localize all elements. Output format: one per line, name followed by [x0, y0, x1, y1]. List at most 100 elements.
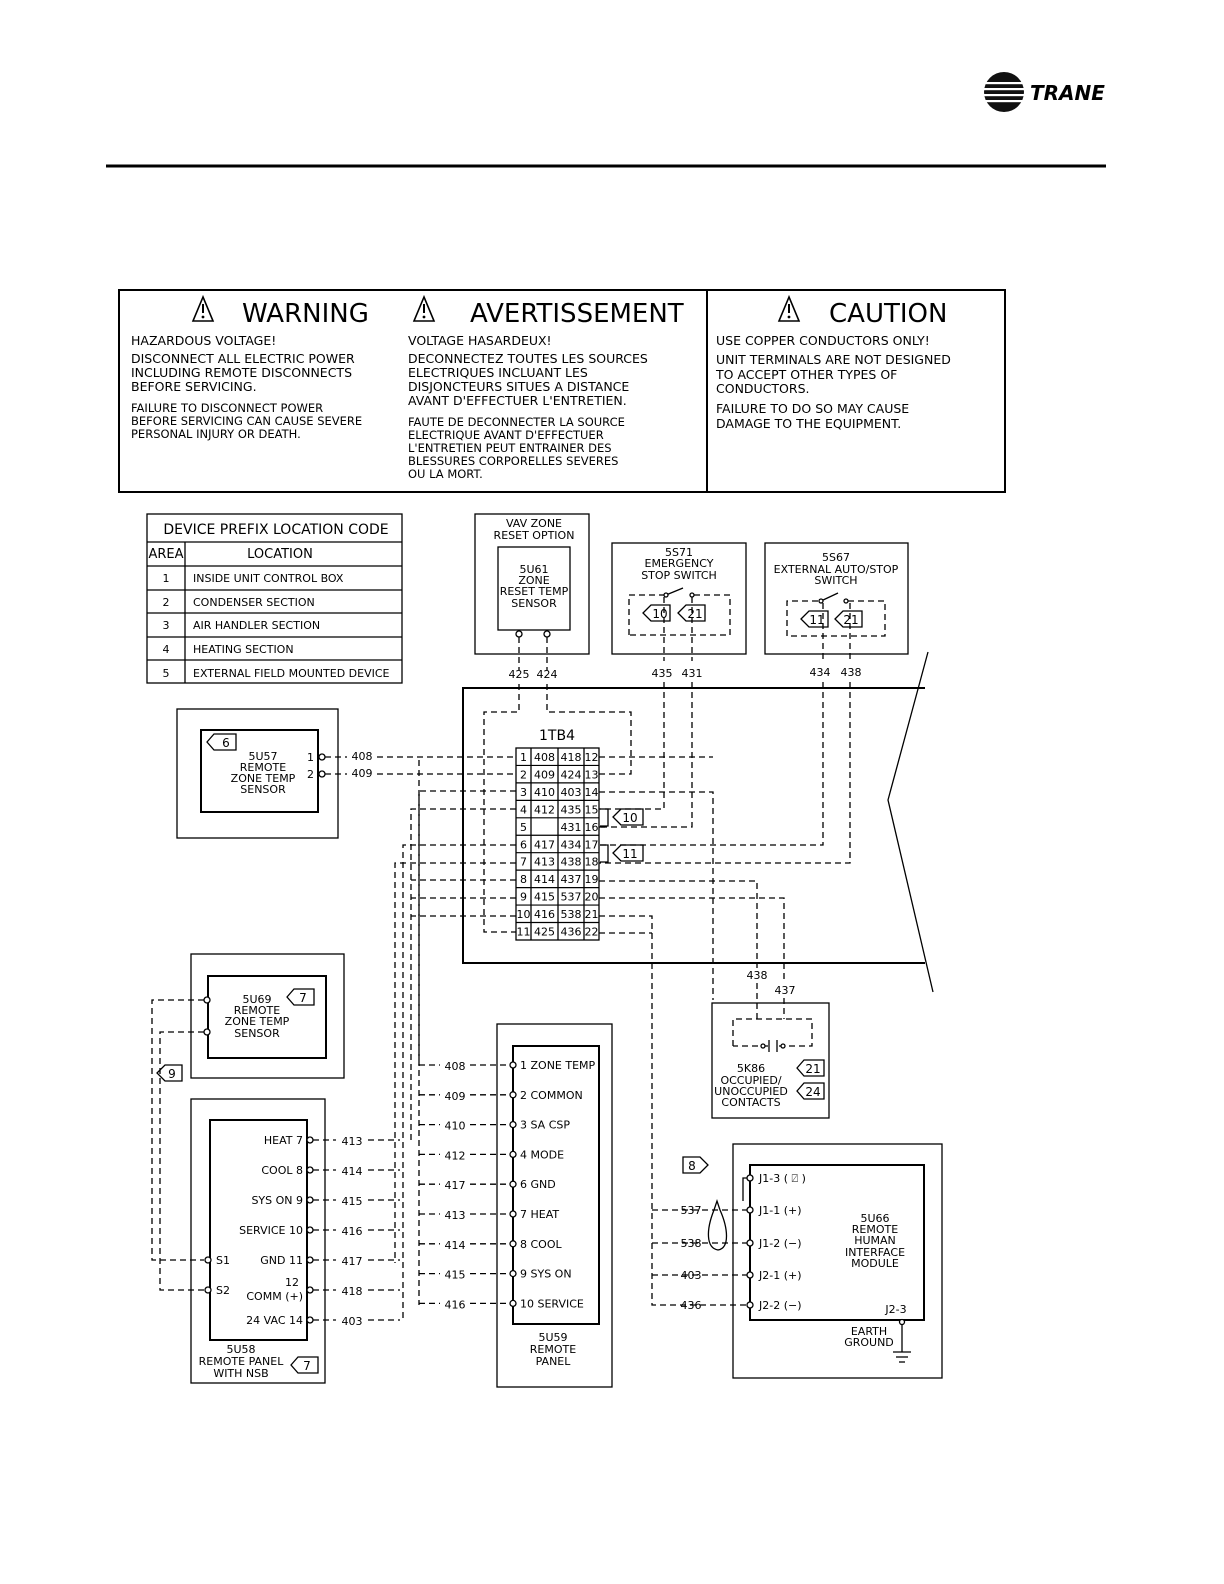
terminal-label: 4 MODE [520, 1148, 564, 1161]
tb-cell: 409 [534, 768, 555, 781]
device-label: REMOTE PANEL [199, 1355, 285, 1368]
terminal-label: S2 [216, 1284, 230, 1297]
warning-title: WARNING [242, 299, 369, 329]
terminal-point [306, 1256, 314, 1264]
wire-label: 415 [342, 1195, 363, 1208]
device-label: REMOTE [852, 1223, 898, 1236]
notice-line: DAMAGE TO THE EQUIPMENT. [716, 416, 901, 431]
notice-line: TO ACCEPT OTHER TYPES OF [715, 367, 897, 382]
terminal-label: J1-1 (+) [758, 1204, 802, 1217]
tag-label: 9 [168, 1067, 176, 1081]
terminal-label: GND 11 [260, 1254, 303, 1267]
prefix-area: 2 [163, 596, 170, 609]
tb-cell: 10 [517, 908, 531, 921]
prefix-location: AIR HANDLER SECTION [193, 619, 320, 632]
tb-cell: 416 [534, 908, 555, 921]
tag-label: 11 [622, 847, 637, 861]
vav-zone-reset-sensor: VAV ZONE RESET OPTION 5U61 ZONE RESET TE… [474, 513, 590, 681]
device-label: STOP SWITCH [641, 569, 717, 582]
terminal-number: 2 [307, 768, 314, 781]
terminal-label: J1-2 (−) [758, 1237, 802, 1250]
tb-cell: 5 [520, 821, 527, 834]
wire-label: 408 [352, 750, 373, 763]
brand-name: TRANE [1030, 81, 1105, 105]
device-prefix-table: DEVICE PREFIX LOCATION CODE AREA LOCATIO… [146, 513, 403, 684]
wire-label: 414 [445, 1239, 466, 1252]
occupied-unoccupied-contacts: 438 437 5K86 OCCUPIED/ UNOCCUPIED CONTAC… [711, 969, 830, 1119]
prefix-location: INSIDE UNIT CONTROL BOX [193, 572, 344, 585]
reference-tag: 9 [156, 1064, 183, 1082]
tb-cell: 19 [585, 873, 599, 886]
tb-cell: 538 [561, 908, 582, 921]
terminal-label: COOL 8 [261, 1164, 303, 1177]
device-label: 5U61 [519, 563, 548, 576]
terminal-number: 12 [285, 1276, 299, 1289]
wire-label: 438 [841, 666, 862, 679]
device-label: 5U58 [226, 1343, 255, 1356]
trane-logo: TRANE [982, 72, 1105, 112]
reference-tag: 6 [206, 733, 237, 751]
notice-line: OU LA MORT. [408, 467, 483, 481]
vav-option-label: RESET OPTION [494, 529, 575, 542]
reference-tag: 24 [796, 1082, 825, 1100]
device-label: 5U57 [248, 750, 277, 763]
tb-cell: 408 [534, 751, 555, 764]
wire-label: 538 [681, 1237, 702, 1250]
prefix-location: CONDENSER SECTION [193, 596, 315, 609]
wire-label: 408 [445, 1060, 466, 1073]
wire-label-bg [675, 1297, 707, 1311]
prefix-area: 1 [163, 572, 170, 585]
tb-cell: 412 [534, 803, 555, 816]
prefix-location: EXTERNAL FIELD MOUNTED DEVICE [193, 667, 390, 680]
warning-triangle-icon [777, 294, 801, 322]
terminal-label: SYS ON 9 [251, 1194, 303, 1207]
terminal-label: J2-2 (−) [758, 1299, 802, 1312]
device-label: EMERGENCY [645, 557, 714, 570]
tb-cell: 438 [561, 856, 582, 869]
device-label: PANEL [536, 1355, 572, 1368]
terminal-block-title: 1TB4 [539, 728, 575, 744]
terminal-point [509, 1091, 517, 1099]
notice-line: BEFORE SERVICING CAN CAUSE SEVERE [131, 414, 362, 428]
notice-line: USE COPPER CONDUCTORS ONLY! [716, 333, 930, 348]
terminal-label: J2-3 [884, 1303, 906, 1316]
reference-tag: 7 [290, 1356, 319, 1374]
tb-cell: 20 [585, 891, 599, 904]
device-label: 5S67 [822, 551, 850, 564]
reference-tag: 21 [677, 604, 706, 622]
tb-cell: 424 [561, 768, 582, 781]
tb-cell: 435 [561, 803, 582, 816]
tb-cell: 14 [585, 786, 599, 799]
tag-label: 7 [303, 1359, 311, 1373]
wire-label: 409 [445, 1090, 466, 1103]
reference-tag: 11 [800, 610, 829, 628]
tag-label: 11 [809, 613, 824, 627]
notice-line: DECONNECTEZ TOUTES LES SOURCES [408, 351, 648, 366]
tb-cell: 3 [520, 786, 527, 799]
prefix-table-title: DEVICE PREFIX LOCATION CODE [163, 522, 388, 538]
safety-notice-box: WARNING HAZARDOUS VOLTAGE! DISCONNECT AL… [118, 289, 1006, 493]
notice-line: DISJONCTEURS SITUES A DISTANCE [408, 379, 629, 394]
terminal-label: SERVICE 10 [239, 1224, 303, 1237]
remote-zone-temp-sensor-5u69: 7 5U69 REMOTE ZONE TEMP SENSOR 9 [151, 953, 345, 1291]
notice-line: FAILURE TO DISCONNECT POWER [131, 401, 323, 415]
ground-label: EARTH [851, 1325, 887, 1338]
field-wiring [325, 597, 851, 1320]
device-label: RESET TEMP [500, 585, 569, 598]
tag-label: 21 [687, 607, 702, 621]
prefix-col-location: LOCATION [247, 547, 313, 562]
tb-cell: 11 [517, 926, 531, 939]
device-label: ZONE [518, 574, 549, 587]
tag-label: 7 [299, 991, 307, 1005]
device-label: OCCUPIED/ [720, 1074, 781, 1087]
reference-tag: 10 [612, 808, 644, 826]
device-label: REMOTE [240, 761, 286, 774]
notice-line: PERSONAL INJURY OR DEATH. [131, 427, 301, 441]
device-label: 5S71 [665, 546, 693, 559]
reference-tag: 8 [682, 1156, 709, 1174]
notice-line: VOLTAGE HASARDEUX! [408, 333, 552, 348]
tag-label: 10 [622, 811, 637, 825]
warning-triangle-icon [191, 294, 215, 322]
